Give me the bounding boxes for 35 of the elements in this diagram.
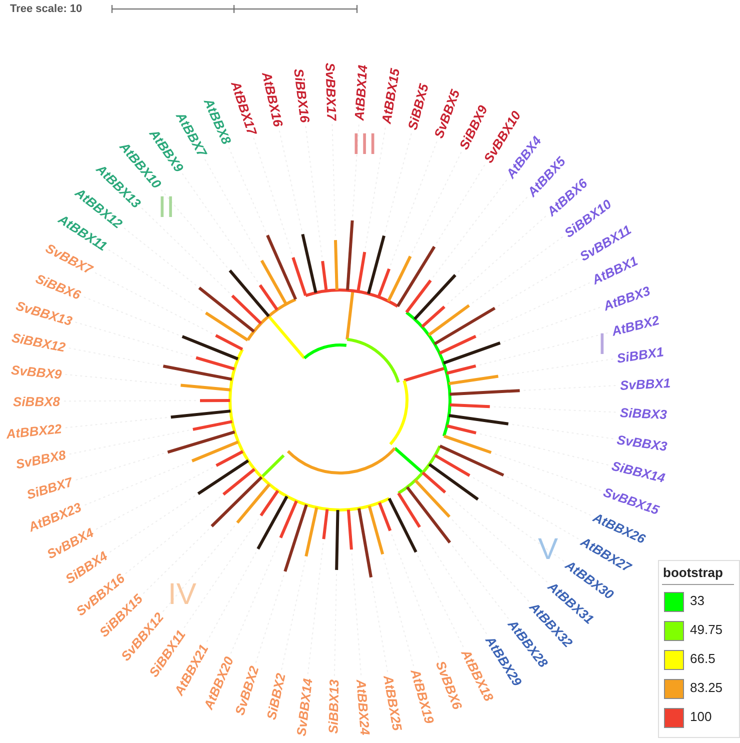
gene-label: SiBBX16 xyxy=(290,67,313,124)
gene-label: SvBBX8 xyxy=(14,448,67,472)
clade-numeral: I xyxy=(598,330,606,360)
gene-label: SiBBX12 xyxy=(10,330,66,355)
gene-label: AtBBX22 xyxy=(5,420,62,442)
gene-label: SiBBX13 xyxy=(326,680,342,734)
gene-label: AtBBX14 xyxy=(352,64,370,122)
gene-label: SvBBX3 xyxy=(616,432,668,454)
gene-label: SvBBX17 xyxy=(322,62,340,120)
gene-label: SiBBX8 xyxy=(13,394,60,409)
gene-label: AtBBX25 xyxy=(380,674,406,732)
gene-label: SiBBX1 xyxy=(616,344,664,366)
legend-label: 33 xyxy=(690,593,704,608)
gene-label: SvBBX9 xyxy=(10,362,62,382)
gene-label: SiBBX14 xyxy=(610,458,667,486)
clade-numeral: II xyxy=(158,193,175,223)
gene-label: AtBBX16 xyxy=(258,70,286,128)
legend-label: 66.5 xyxy=(690,651,716,666)
gene-label: AtBBX24 xyxy=(354,678,374,736)
clade-numeral: IV xyxy=(168,580,196,610)
legend-title: bootstrap xyxy=(663,565,723,580)
scale-label: Tree scale: 10 xyxy=(10,3,82,15)
gene-label: AtBBX2 xyxy=(610,312,660,340)
legend-label: 83.25 xyxy=(690,680,723,695)
gene-label: SvBBX14 xyxy=(293,677,315,736)
gene-label: SiBBX2 xyxy=(263,672,288,722)
gene-label: SiBBX5 xyxy=(405,82,432,132)
legend-label: 49.75 xyxy=(690,622,723,637)
gene-label: SiBBX7 xyxy=(24,474,74,502)
legend-label: 100 xyxy=(690,709,712,724)
clade-numeral: III xyxy=(352,130,378,160)
gene-label: AtBBX15 xyxy=(378,68,403,126)
gene-label: SvBBX1 xyxy=(619,375,670,393)
clade-numeral: V xyxy=(538,535,558,565)
gene-label: SiBBX3 xyxy=(619,404,667,422)
